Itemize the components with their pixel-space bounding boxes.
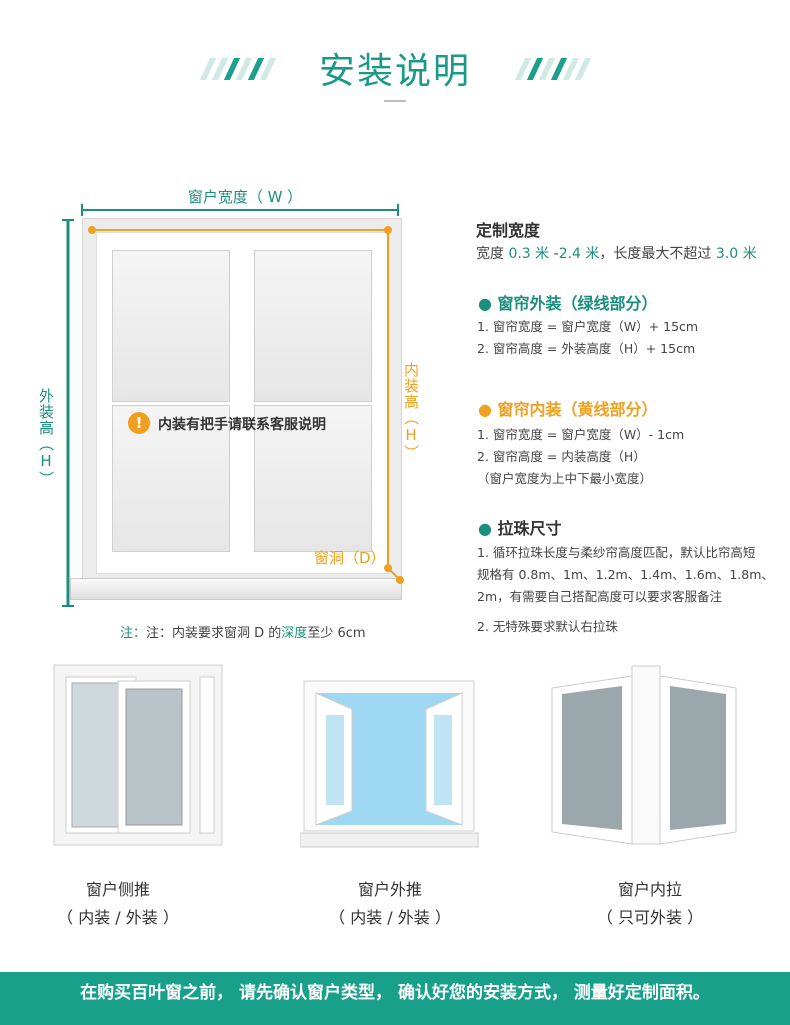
window-pane xyxy=(254,405,372,552)
depth-label: 窗洞（D） xyxy=(314,549,386,567)
dimension-lines xyxy=(62,204,399,607)
title-underline xyxy=(384,100,406,102)
outer-install-heading: ● 窗帘外装（绿线部分） xyxy=(478,294,658,313)
window-pane xyxy=(254,250,372,402)
outward-window-image xyxy=(300,680,479,848)
title-decoration-right xyxy=(514,58,600,80)
custom-width-heading: 定制宽度 xyxy=(476,221,541,240)
list-item: （窗户宽度为上中下最小宽度） xyxy=(477,471,653,486)
inner-height-label: 内装高（H） xyxy=(402,362,420,461)
list-item: 1. 窗帘宽度 = 窗户宽度（W）- 1cm xyxy=(477,427,685,442)
sliding-window-image xyxy=(53,664,223,846)
width-label: 窗户宽度（ W ） xyxy=(187,188,303,206)
inner-dimension-lines xyxy=(88,226,404,584)
inner-install-list: 1. 窗帘宽度 = 窗户宽度（W）- 1cm 2. 窗帘高度 = 内装高度（H）… xyxy=(477,424,684,490)
list-item: 2. 无特殊要求默认右拉珠 xyxy=(477,619,618,634)
list-item: 2. 窗帘高度 = 外装高度（H）+ 15cm xyxy=(477,341,696,356)
window-type-name: 窗户内拉 xyxy=(617,880,682,899)
bead-chain-heading: ● 拉珠尺寸 xyxy=(478,519,562,538)
list-item: 2. 窗帘高度 = 内装高度（H） xyxy=(477,449,646,464)
page-title: 安装说明 xyxy=(318,51,471,92)
window-type-note: （ 内装 / 外装 ） xyxy=(329,908,451,927)
inner-install-heading: ● 窗帘内装（黄线部分） xyxy=(478,400,658,419)
handle-note: 内装有把手请联系客服说明 xyxy=(158,417,326,433)
list-item: 1. 窗帘宽度 = 窗户宽度（W）+ 15cm xyxy=(477,319,699,334)
window-type-name: 窗户外推 xyxy=(357,880,422,899)
list-item: 规格有 0.8m、1m、1.2m、1.4m、1.6m、1.8m、 xyxy=(477,567,774,582)
outer-install-list: 1. 窗帘宽度 = 窗户宽度（W）+ 15cm 2. 窗帘高度 = 外装高度（H… xyxy=(477,316,698,360)
window-type-name: 窗户侧推 xyxy=(85,880,150,899)
window-sill xyxy=(70,578,402,600)
window-type-note: （ 只可外装 ） xyxy=(596,908,704,927)
outer-height-label: 外装高（H） xyxy=(37,388,55,487)
inward-window-image xyxy=(551,665,737,845)
depth-footnote: 注：注：内装要求窗洞 D 的深度至少 6cm xyxy=(120,626,366,641)
warning-icon: ! xyxy=(128,412,150,434)
list-item: 1. 循环拉珠长度与柔纱帘高度匹配，默认比帘高短 xyxy=(477,545,756,560)
window-type-note: （ 内装 / 外装 ） xyxy=(57,908,179,927)
list-item: 2m，有需要自己搭配高度可以要求客服备注 xyxy=(477,589,723,604)
bead-chain-list: 1. 循环拉珠长度与柔纱帘高度匹配，默认比帘高短 规格有 0.8m、1m、1.2… xyxy=(477,542,777,638)
window-pane xyxy=(112,250,230,402)
custom-width-text: 宽度 0.3 米 -2.4 米，长度最大不超过 3.0 米 xyxy=(476,246,757,262)
footer-banner: 在购买百叶窗之前， 请先确认窗户类型， 确认好您的安装方式， 测量好定制面积。 xyxy=(0,972,790,1025)
